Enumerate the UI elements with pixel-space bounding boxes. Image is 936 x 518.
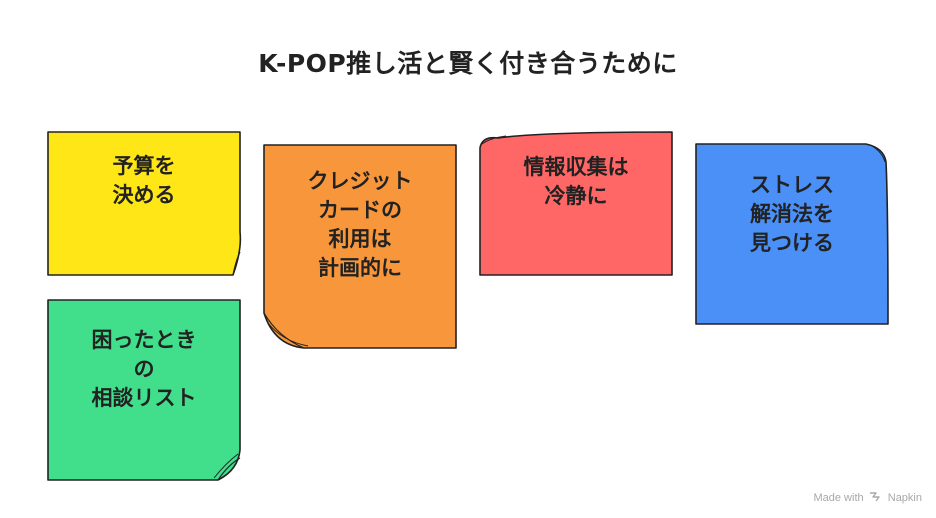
note-information: 情報収集は 冷静に — [479, 131, 673, 276]
napkin-logo-icon — [869, 492, 880, 502]
napkin-credit: Made with Napkin — [813, 492, 922, 504]
note-credit-card-line: クレジット — [307, 169, 413, 193]
note-budget-line: 決める — [112, 183, 176, 207]
note-information-line: 冷静に — [544, 184, 608, 208]
note-stress-line: 解消法を — [750, 202, 834, 226]
credit-brand: Napkin — [887, 492, 922, 504]
note-stress: ストレス 解消法を 見つける — [695, 143, 889, 325]
diagram-title: K-POP推し活と賢く付き合うために — [258, 49, 678, 78]
note-credit-card-shape — [263, 144, 457, 349]
note-consultation-line: の — [133, 357, 155, 381]
note-credit-card-line: 計画的に — [318, 256, 402, 280]
credit-made-with: Made with — [813, 492, 864, 504]
note-credit-card-line: カードの — [318, 198, 402, 222]
note-consultation: 困ったとき の 相談リスト — [47, 299, 241, 481]
note-consultation-shape — [47, 299, 241, 481]
note-budget-line: 予算を — [112, 154, 176, 178]
note-budget-shape — [47, 131, 242, 276]
note-consultation-line: 困ったとき — [91, 328, 197, 352]
note-budget: 予算を 決める — [47, 131, 242, 276]
note-credit-card-line: 利用は — [328, 227, 392, 251]
note-stress-shape — [695, 143, 889, 325]
note-information-shape — [479, 131, 673, 276]
note-consultation-line: 相談リスト — [91, 386, 197, 410]
note-stress-line: ストレス — [750, 173, 834, 197]
note-information-line: 情報収集は — [523, 155, 629, 179]
note-credit-card: クレジット カードの 利用は 計画的に — [263, 144, 457, 349]
note-stress-line: 見つける — [750, 231, 834, 255]
